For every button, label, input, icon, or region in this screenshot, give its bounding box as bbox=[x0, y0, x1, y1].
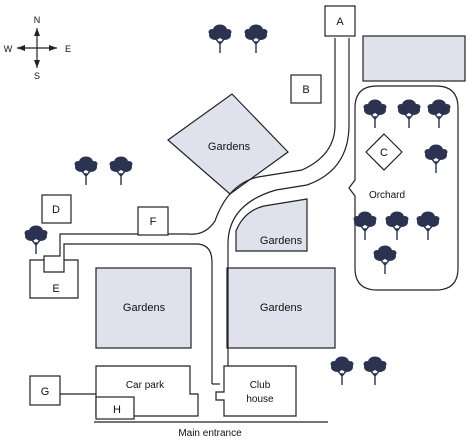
compass-west-label: W bbox=[4, 44, 13, 54]
building-e bbox=[29, 259, 79, 299]
tree-icon bbox=[329, 355, 355, 386]
tree-icon bbox=[384, 210, 410, 241]
building-a bbox=[324, 5, 356, 37]
gardens-diamond-area bbox=[167, 93, 289, 195]
main-entrance-label: Main entrance bbox=[178, 428, 242, 439]
gardens-left-area bbox=[95, 267, 192, 349]
club-house-label-line1: Club bbox=[250, 380, 271, 391]
building-b-label: B bbox=[302, 84, 309, 96]
car-park-label: Car park bbox=[126, 380, 165, 391]
building-c-label: C bbox=[380, 147, 388, 159]
building-d-label: D bbox=[52, 204, 60, 216]
tree-group-bottom-right bbox=[329, 355, 388, 386]
road-network bbox=[43, 38, 350, 385]
orchard-label: Orchard bbox=[369, 190, 405, 201]
tree-icon bbox=[352, 210, 378, 241]
tree-icon bbox=[243, 23, 269, 54]
building-e-label: E bbox=[52, 283, 59, 295]
shaded-area bbox=[362, 35, 466, 82]
tree-icon bbox=[108, 155, 134, 186]
compass-rose-icon: N S E W bbox=[4, 15, 71, 81]
compass-south-label: S bbox=[34, 71, 40, 81]
orchard-boundary bbox=[348, 85, 459, 291]
tree-icon bbox=[73, 155, 99, 186]
building-g bbox=[29, 375, 61, 406]
building-f bbox=[137, 206, 169, 236]
gardens-left-label: Gardens bbox=[123, 302, 166, 314]
gardens-right-area bbox=[226, 267, 336, 349]
tree-icon bbox=[362, 355, 388, 386]
gardens-middle-area bbox=[235, 198, 308, 252]
tree-icon bbox=[423, 143, 449, 174]
club-house-building bbox=[215, 365, 297, 417]
compass-east-label: E bbox=[65, 44, 71, 54]
building-a-label: A bbox=[336, 16, 344, 28]
tree-icon bbox=[362, 98, 388, 129]
club-house-label-line2: house bbox=[246, 394, 274, 405]
tree-icon bbox=[415, 210, 441, 241]
building-c bbox=[365, 133, 403, 171]
tree-group-top-center bbox=[207, 23, 269, 54]
building-h bbox=[95, 396, 135, 420]
tree-icon bbox=[396, 98, 422, 129]
building-d bbox=[41, 194, 72, 224]
compass-north-label: N bbox=[34, 15, 41, 25]
tree-icon bbox=[207, 23, 233, 54]
gardens-diamond-label: Gardens bbox=[208, 141, 251, 153]
gardens-middle-label: Gardens bbox=[260, 235, 303, 247]
building-h-label: H bbox=[113, 404, 121, 416]
tree-icon bbox=[426, 98, 452, 129]
tree-group-left bbox=[73, 155, 134, 186]
building-b bbox=[290, 74, 322, 104]
tree-icon bbox=[372, 244, 398, 275]
tree-icon bbox=[23, 224, 49, 255]
building-g-label: G bbox=[41, 386, 50, 398]
tree-group-far-left bbox=[23, 224, 49, 255]
gardens-right-label: Gardens bbox=[260, 302, 303, 314]
tree-group-orchard bbox=[352, 98, 452, 275]
building-f-label: F bbox=[150, 216, 157, 228]
